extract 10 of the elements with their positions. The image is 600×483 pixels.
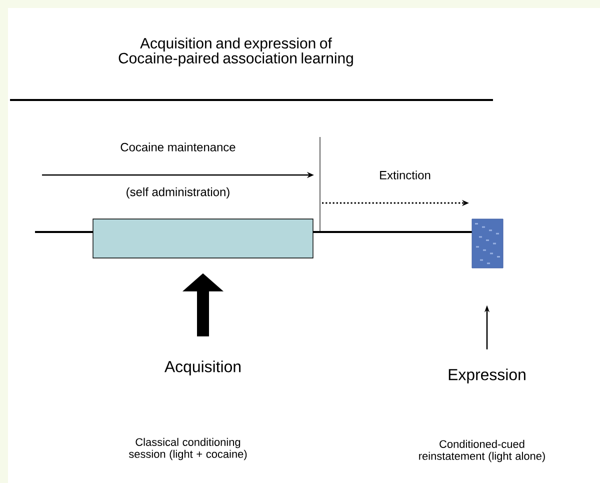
label: Cocaine maintenance: [120, 142, 236, 152]
description: Classical conditioning session (light + cocaine): [128, 438, 247, 460]
session-box: [92, 218, 314, 258]
cue-box: [472, 218, 504, 268]
label: (self administration): [126, 187, 230, 199]
title: Acquisition and expression of Cocaine-paired association learning: [118, 38, 353, 66]
heading: Expression: [448, 368, 526, 384]
label: Extinction: [380, 170, 430, 180]
heading: Acquisition: [164, 360, 240, 376]
description: Conditioned-cued reinstatement (light alone): [419, 440, 545, 462]
